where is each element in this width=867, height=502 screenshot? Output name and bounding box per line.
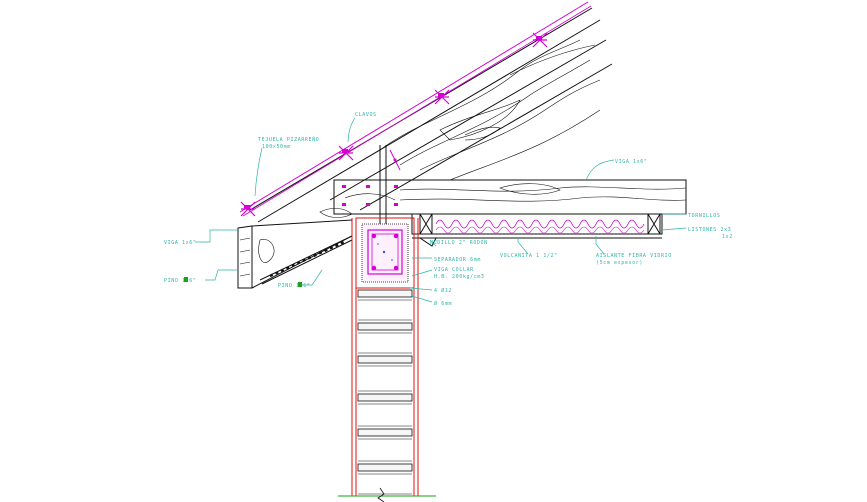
label-tejuela-size: 100x50mm — [262, 144, 291, 150]
label-viga-collar: VIGA COLLAR — [434, 267, 474, 273]
label-tornillos: TORNILLOS — [688, 213, 721, 219]
ceiling-insulation — [411, 213, 663, 247]
label-viga-left: VIGA 1x6" — [164, 240, 197, 246]
label-clavos: CLAVOS — [355, 112, 377, 118]
label-estribo: Ø 6mm — [434, 300, 452, 307]
brick-wall — [338, 218, 436, 502]
label-viga-collar-spec: H.B. 200kg/cm3 — [434, 274, 485, 280]
label-listones: LISTONES 2x3 — [688, 227, 731, 233]
label-aislante-thickness: (5cm espesor) — [596, 260, 643, 266]
label-separador: SEPARADOR 6mm — [434, 257, 481, 263]
label-tejuela: TEJUELA PIZARREÑO — [258, 136, 319, 143]
label-volcanita: VOLCANITA 1 1/2" — [500, 253, 558, 259]
roof-covering — [239, 1, 592, 217]
ceiling-joist — [319, 179, 687, 218]
leader-lines — [195, 117, 687, 303]
label-viga-top: VIGA 1x6" — [615, 159, 648, 165]
labels: TEJUELA PIZARREÑO 100x50mm CLAVOS VIGA 1… — [164, 112, 733, 307]
label-aislante: AISLANTE FIBRA VIDRIO — [596, 253, 672, 259]
label-fierro: 4 Ø12 — [434, 287, 452, 294]
label-pino-left: PINO 1x6" — [164, 278, 197, 284]
label-listones-size: 1x2 — [722, 234, 733, 240]
tie-beam — [355, 217, 415, 289]
sloped-rafter — [249, 7, 613, 223]
eave-fascia — [237, 219, 353, 289]
label-pino-bottom: PINO 1x6" — [278, 283, 311, 289]
section-marks — [184, 277, 302, 287]
label-nudillo: NUDILLO 2" RODON — [430, 240, 488, 246]
